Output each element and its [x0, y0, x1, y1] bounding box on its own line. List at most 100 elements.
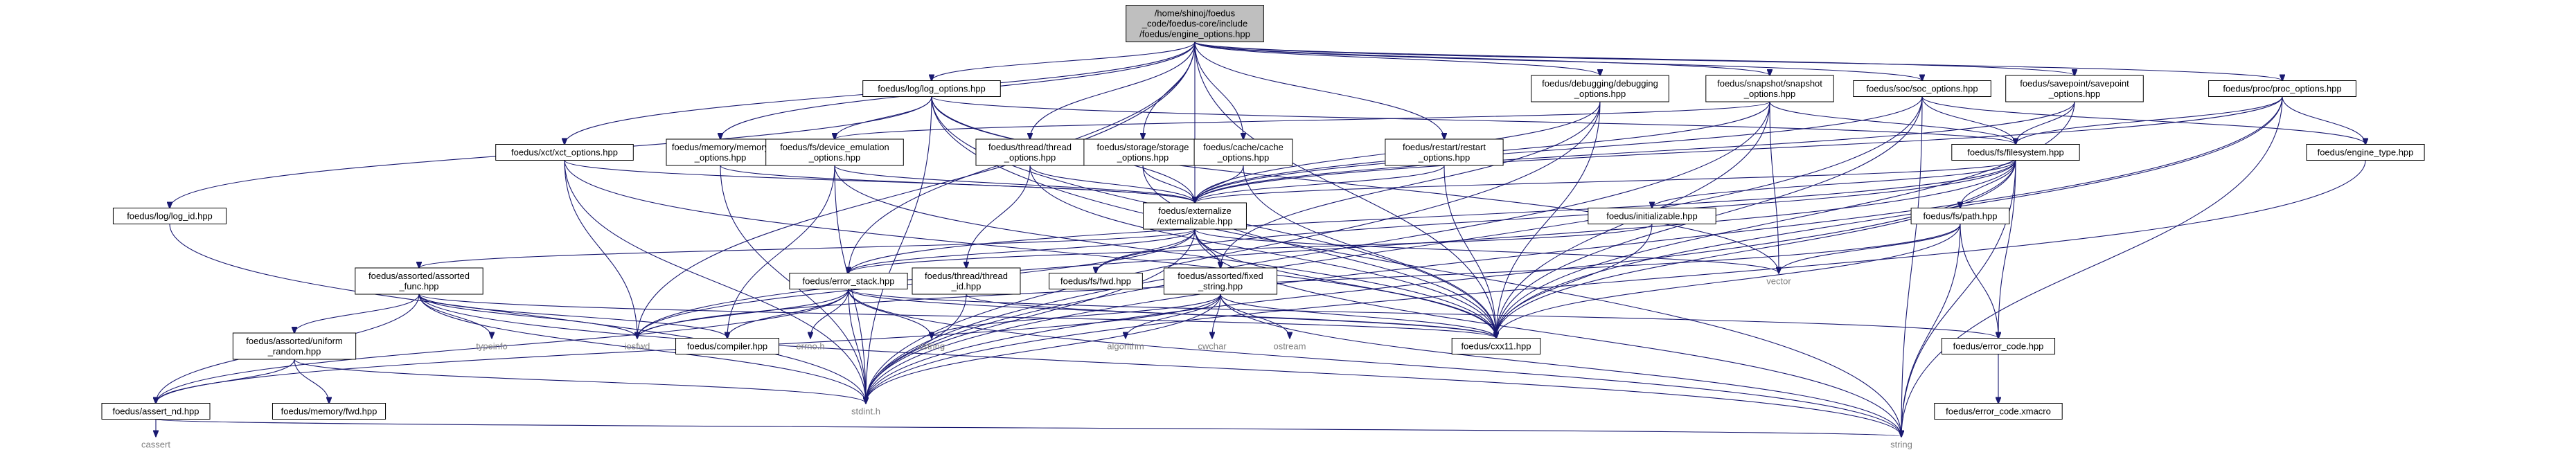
- node-box: [1853, 80, 1991, 97]
- edge-filesystem-to-initializable: [1652, 160, 2016, 208]
- node-label: stdint.h: [851, 406, 880, 417]
- node-log-options[interactable]: foedus/log/log_options.hpp: [862, 80, 1001, 97]
- edge-soc-options-to-engine-type: [1921, 96, 2365, 145]
- node-engine-type[interactable]: foedus/engine_type.hpp: [2306, 144, 2425, 161]
- edge-soc-options-to-externalizable: [1195, 96, 1923, 204]
- node-log-id[interactable]: foedus/log/log_id.hpp: [112, 208, 227, 224]
- node-assert-nd[interactable]: foedus/assert_nd.hpp: [101, 403, 211, 420]
- edge-xct-options-to-stdint: [564, 160, 866, 404]
- node-memory-fwd[interactable]: foedus/memory/fwd.hpp: [272, 403, 387, 420]
- node-box: [272, 403, 387, 420]
- edge-root-to-restart-options: [1194, 42, 1444, 140]
- node-compiler[interactable]: foedus/compiler.hpp: [675, 338, 779, 354]
- node-error-code-xmacro[interactable]: foedus/error_code.xmacro: [1934, 403, 2063, 420]
- node-label: foedus/cache/cache: [1203, 142, 1283, 152]
- edge-soc-options-to-string: [1901, 96, 1923, 437]
- node-box: [1934, 403, 2063, 420]
- node-cwchar: cwchar: [1198, 341, 1227, 352]
- node-box: [666, 138, 775, 166]
- edge-uniform-random-to-memory-fwd: [294, 359, 329, 404]
- node-box: [1385, 138, 1504, 166]
- node-cassert: cassert: [141, 440, 170, 450]
- node-cache-options[interactable]: foedus/cache/cache_options.hpp: [1193, 138, 1293, 166]
- node-label: foedus/assorted/assorted: [368, 271, 470, 281]
- edge-debugging-options-to-cxx11: [1496, 101, 1601, 339]
- node-xct-options[interactable]: foedus/xct/xct_options.hpp: [495, 144, 634, 161]
- node-assorted-func[interactable]: foedus/assorted/assorted_func.hpp: [355, 267, 483, 295]
- edge-proc-options-to-stdint: [866, 96, 2283, 404]
- edge-fixed-string-to-cstring: [932, 294, 1221, 339]
- node-snapshot-options[interactable]: foedus/snapshot/snapshot_options.hpp: [1705, 75, 1834, 102]
- node-savepoint-options[interactable]: foedus/savepoint/savepoint_options.hpp: [2005, 75, 2144, 102]
- node-fixed-string[interactable]: foedus/assorted/fixed_string.hpp: [1163, 267, 1278, 295]
- edge-log-options-to-stdint: [866, 96, 932, 404]
- edge-assorted-func-to-stdint: [418, 294, 866, 404]
- edge-error-stack-to-errno: [810, 289, 849, 339]
- node-cstring: cstring: [918, 341, 945, 352]
- node-box: [355, 267, 483, 295]
- node-label: cstring: [918, 341, 945, 352]
- node-initializable[interactable]: foedus/initializable.hpp: [1588, 208, 1716, 224]
- edge-fixed-string-to-string: [1220, 294, 1901, 437]
- node-vector: vector: [1766, 276, 1791, 287]
- node-box: [1451, 338, 1541, 354]
- edge-restart-options-to-externalizable: [1195, 165, 1445, 203]
- node-iosfwd: iosfwd: [625, 341, 650, 352]
- node-filesystem[interactable]: foedus/fs/filesystem.hpp: [1951, 144, 2080, 161]
- edge-log-options-to-filesystem: [931, 96, 2016, 145]
- node-label: _options.hpp: [1418, 152, 1470, 163]
- edge-assorted-func-to-cxx11: [418, 294, 1496, 339]
- node-box: [101, 403, 211, 420]
- node-uniform-random[interactable]: foedus/assorted/uniform_random.hpp: [232, 332, 357, 360]
- node-error-stack[interactable]: foedus/error_stack.hpp: [789, 273, 908, 289]
- node-fs-path[interactable]: foedus/fs/path.hpp: [1910, 208, 2010, 224]
- node-externalizable[interactable]: foedus/externalize/externalizable.hpp: [1143, 202, 1247, 230]
- node-label: iosfwd: [625, 341, 650, 352]
- node-storage-options[interactable]: foedus/storage/storage_options.hpp: [1083, 138, 1202, 166]
- edge-error-stack-to-iosfwd: [637, 289, 849, 339]
- node-box: [2208, 80, 2356, 97]
- node-device-emulation[interactable]: foedus/fs/device_emulation_options.hpp: [765, 138, 904, 166]
- node-soc-options[interactable]: foedus/soc/soc_options.hpp: [1853, 80, 1991, 97]
- edge-fs-path-to-iosfwd: [637, 224, 1961, 339]
- edge-initializable-to-error-stack: [849, 224, 1653, 273]
- node-label: foedus/soc/soc_options.hpp: [1866, 84, 1978, 94]
- node-restart-options[interactable]: foedus/restart/restart_options.hpp: [1385, 138, 1504, 166]
- node-label: foedus/cxx11.hpp: [1462, 341, 1531, 352]
- node-thread-options[interactable]: foedus/thread/thread_options.hpp: [975, 138, 1085, 166]
- node-box: [1910, 208, 2010, 224]
- node-root[interactable]: /home/shinoj/foedus_code/foedus-core/inc…: [1126, 5, 1264, 42]
- edge-assorted-func-to-string: [418, 294, 1901, 437]
- edge-device-emulation-to-cxx11: [834, 165, 1496, 339]
- node-label: algorithm: [1107, 341, 1144, 352]
- node-cxx11[interactable]: foedus/cxx11.hpp: [1451, 338, 1541, 354]
- edge-fixed-string-to-ostream: [1220, 294, 1290, 339]
- edge-assorted-func-to-compiler: [418, 294, 727, 339]
- node-proc-options[interactable]: foedus/proc/proc_options.hpp: [2208, 80, 2356, 97]
- edge-fs-path-to-error-code: [1960, 224, 1998, 339]
- node-fs-fwd[interactable]: foedus/fs/fwd.hpp: [1049, 273, 1143, 289]
- node-memory-options[interactable]: foedus/memory/memory_options.hpp: [666, 138, 775, 166]
- edge-savepoint-options-to-externalizable: [1195, 101, 2075, 203]
- node-label: vector: [1766, 276, 1791, 287]
- node-label: _options.hpp: [1574, 89, 1626, 99]
- edge-snapshot-options-to-filesystem: [1769, 101, 2016, 145]
- node-thread-id[interactable]: foedus/thread/thread_id.hpp: [912, 267, 1021, 295]
- edge-root-to-soc-options: [1194, 42, 1922, 81]
- node-debugging-options[interactable]: foedus/debugging/debugging_options.hpp: [1531, 75, 1669, 102]
- edge-proc-options-to-string: [1901, 96, 2283, 437]
- edge-filesystem-to-externalizable: [1195, 160, 2016, 204]
- nodes-layer: /home/shinoj/foedus_code/foedus-core/inc…: [101, 5, 2425, 450]
- node-box: [232, 332, 357, 360]
- node-label: /foedus/engine_options.hpp: [1139, 29, 1250, 39]
- node-label: string: [1890, 440, 1912, 450]
- node-error-code[interactable]: foedus/error_code.hpp: [1941, 338, 2056, 354]
- node-box: [1951, 144, 2080, 161]
- edge-proc-options-to-engine-type: [2282, 96, 2365, 145]
- node-box: [1083, 138, 1202, 166]
- edge-externalizable-to-error-stack: [849, 228, 1196, 273]
- edge-root-to-proc-options: [1194, 42, 2282, 81]
- node-label: /externalizable.hpp: [1157, 216, 1232, 226]
- edge-xct-options-to-iosfwd: [564, 160, 637, 339]
